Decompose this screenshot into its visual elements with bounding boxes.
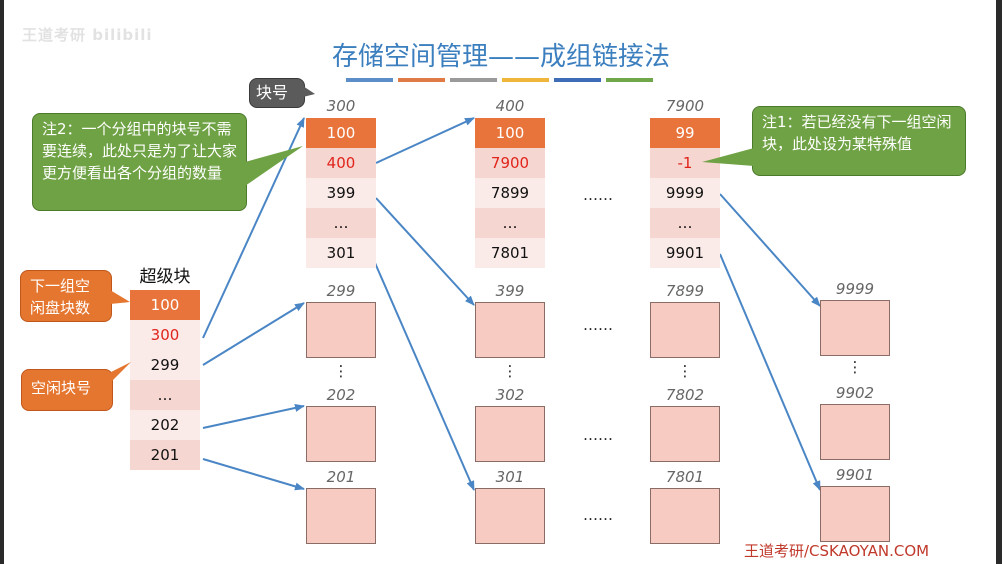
title-color-bar <box>606 78 653 82</box>
free-block-label: 7801 <box>665 468 705 486</box>
group-head-cell: … <box>475 208 545 238</box>
callout-free-block-number-pointer <box>111 362 131 382</box>
frame-right <box>996 0 1002 564</box>
group-head-cell-next: -1 <box>650 148 720 178</box>
slide-title: 存储空间管理——成组链接法 <box>331 42 670 72</box>
free-block <box>820 486 890 542</box>
free-block-label: 202 <box>326 386 356 404</box>
horizontal-ellipsis: …… <box>583 186 613 204</box>
arrow-300-to-400 <box>375 117 475 164</box>
free-block-label: 301 <box>495 468 525 486</box>
free-block <box>650 302 720 358</box>
callout-note1-pointer <box>702 148 754 166</box>
group-head-cell-next: 7900 <box>475 148 545 178</box>
super-block-cell: 202 <box>130 410 200 440</box>
watermark: 王道考研 bilibili <box>22 26 153 44</box>
free-block-label: 9999 <box>835 280 875 298</box>
free-block <box>475 302 545 358</box>
callout-next-group-count: 下一组空闲盘块数 <box>20 270 112 322</box>
frame-left <box>0 0 4 564</box>
free-block <box>306 302 376 358</box>
arrow-super-to-299 <box>202 302 305 366</box>
group-head-cell: 399 <box>306 178 376 208</box>
super-block-cell: 201 <box>130 440 200 470</box>
group-head-cell-count: 100 <box>306 118 376 148</box>
group-head-cell: 9999 <box>650 178 720 208</box>
arrow-super-to-202 <box>202 404 305 429</box>
free-block <box>306 406 376 462</box>
title-color-bar <box>554 78 601 82</box>
callout-free-block-number: 空闲块号 <box>21 369 113 411</box>
group-head-cell: 9901 <box>650 238 720 268</box>
vertical-ellipsis: ⋮ <box>333 362 349 380</box>
callout-note1: 注1：若已经没有下一组空闲块，此处设为某特殊值 <box>752 106 966 176</box>
vertical-ellipsis: ⋮ <box>847 358 863 376</box>
footer-brand: 王道考研/CSKAOYAN.COM <box>744 542 930 560</box>
free-block-label: 399 <box>495 282 525 300</box>
horizontal-ellipsis: …… <box>583 426 613 444</box>
group-head-cell: 301 <box>306 238 376 268</box>
group-head-cell-next: 400 <box>306 148 376 178</box>
group-head-cell-count: 100 <box>475 118 545 148</box>
super-block-cell-count: 100 <box>130 290 200 320</box>
group-head-cell-count: 99 <box>650 118 720 148</box>
free-block-label: 7802 <box>665 386 705 404</box>
callout-note2-pointer <box>245 146 303 186</box>
free-block <box>475 406 545 462</box>
super-block-cell: … <box>130 380 200 410</box>
group-head-label: 300 <box>326 97 356 115</box>
title-color-bar <box>398 78 445 82</box>
free-block <box>306 488 376 544</box>
free-block-label: 7899 <box>665 282 705 300</box>
free-block <box>820 404 890 460</box>
group-head-label: 7900 <box>665 97 705 115</box>
free-block <box>475 488 545 544</box>
group-head-cell: 7899 <box>475 178 545 208</box>
title-color-bar <box>346 78 393 82</box>
title-color-bar <box>502 78 549 82</box>
arrow-300-to-399 <box>375 197 475 306</box>
group-head-cell: … <box>650 208 720 238</box>
free-block <box>650 488 720 544</box>
group-head-cell: … <box>306 208 376 238</box>
free-block-label: 302 <box>495 386 525 404</box>
arrow-7900-to-9999 <box>719 193 821 307</box>
arrow-7900-to-9901 <box>719 253 821 491</box>
callout-block-number-pointer <box>303 86 315 97</box>
super-block-cell-next-group: 300 <box>130 320 200 350</box>
callout-block-number: 块号 <box>249 78 305 108</box>
super-block-title: 超级块 <box>139 267 191 287</box>
callout-next-group-count-pointer <box>110 290 130 304</box>
callout-note2: 注2：一个分组中的块号不需要连续，此处只是为了让大家更方便看出各个分组的数量 <box>32 113 247 211</box>
horizontal-ellipsis: …… <box>583 316 613 334</box>
vertical-ellipsis: ⋮ <box>677 362 693 380</box>
free-block-label: 9902 <box>835 384 875 402</box>
super-block-cell: 299 <box>130 350 200 380</box>
arrow-300-to-301 <box>371 255 475 491</box>
free-block-label: 299 <box>326 282 356 300</box>
free-block <box>650 406 720 462</box>
arrow-super-to-201 <box>202 458 305 491</box>
free-block-label: 9901 <box>835 466 875 484</box>
horizontal-ellipsis: …… <box>583 506 613 524</box>
free-block <box>820 300 890 356</box>
vertical-ellipsis: ⋮ <box>502 362 518 380</box>
group-head-label: 400 <box>495 97 525 115</box>
group-head-cell: 7801 <box>475 238 545 268</box>
title-color-bars <box>346 78 653 82</box>
title-color-bar <box>450 78 497 82</box>
free-block-label: 201 <box>326 468 356 486</box>
